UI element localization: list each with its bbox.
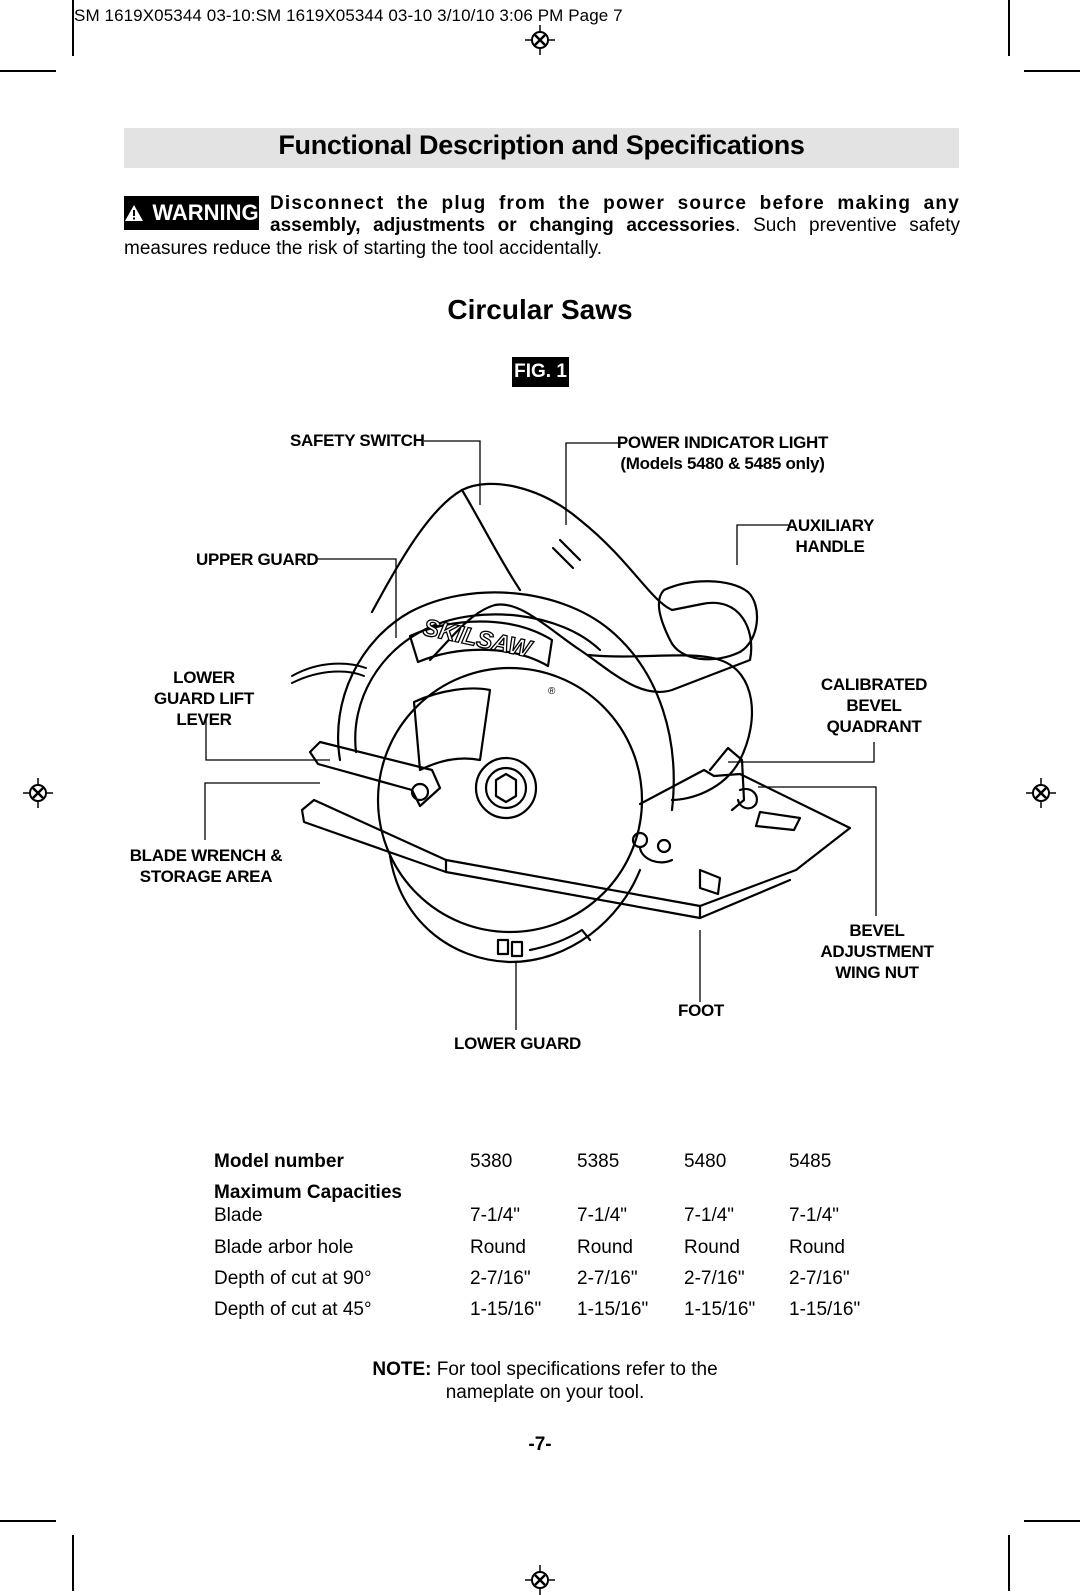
arbor-washer — [474, 756, 538, 820]
spec-row-label: Blade — [214, 1205, 263, 1226]
callout-upper-guard: UPPER GUARD — [196, 550, 319, 569]
spec-model: 5480 — [684, 1151, 727, 1172]
registration-target-icon — [525, 25, 555, 55]
spec-cell: 7-1/4" — [684, 1205, 735, 1226]
auxiliary-handle — [657, 580, 759, 661]
callout-blade-wrench-storage-line2: STORAGE AREA — [139, 867, 273, 886]
callout-bevel-adjustment-wing-nut: BEVEL ADJUSTMENT WING NUT — [816, 920, 938, 983]
callout-auxiliary-handle-line2: HANDLE — [795, 537, 865, 556]
spec-cell: 1-15/16" — [789, 1299, 861, 1320]
callout-lower-guard-lift-lever-line2: GUARD LIFT — [154, 689, 254, 708]
callout-safety-switch: SAFETY SWITCH — [290, 431, 425, 450]
main-handle — [370, 482, 753, 693]
spec-cell: 1-15/16" — [684, 1299, 756, 1320]
callout-power-indicator-light-note: (Models 5480 & 5485 only) — [620, 454, 825, 473]
lower-guard-lift-lever — [308, 740, 442, 808]
arbor-nut — [494, 772, 518, 804]
page-number: -7- — [528, 1434, 552, 1455]
spec-cell: 2-7/16" — [577, 1268, 638, 1289]
callout-foot: FOOT — [678, 1001, 725, 1020]
spec-cell: 7-1/4" — [789, 1205, 840, 1226]
figure-badge: FIG. 1 — [512, 357, 569, 387]
callout-lower-guard-lift-lever: LOWER GUARD LIFT LEVER — [148, 667, 260, 730]
registration-target-icon — [1026, 778, 1056, 808]
spec-model: 5485 — [789, 1151, 832, 1172]
spec-cell: Round — [684, 1237, 740, 1258]
spec-header-label: Model number — [214, 1151, 344, 1172]
callout-bevel-adjustment-wing-nut-line3: WING NUT — [835, 963, 919, 982]
spec-row-label: Depth of cut at 90° — [214, 1268, 372, 1289]
callout-auxiliary-handle-line1: AUXILIARY — [785, 516, 875, 535]
crop-mark — [72, 1535, 74, 1591]
callout-auxiliary-handle: AUXILIARY HANDLE — [780, 515, 880, 557]
spec-note: NOTE: For tool specifications refer to t… — [0, 1358, 1080, 1404]
callout-blade-wrench-storage: BLADE WRENCH & STORAGE AREA — [126, 845, 286, 887]
motor-housing — [586, 653, 754, 802]
registration-target-icon — [525, 1565, 555, 1595]
upper-guard-outline — [337, 591, 675, 812]
spec-note-line2: nameplate on your tool. — [445, 1382, 645, 1403]
crop-mark — [1024, 70, 1080, 72]
callout-calibrated-bevel-quadrant-line1: CALIBRATED — [820, 675, 928, 694]
spec-cell: 2-7/16" — [684, 1268, 745, 1289]
spec-note-bold: NOTE: — [372, 1359, 432, 1380]
spec-cell: Round — [789, 1237, 845, 1258]
warning-text-line1: Disconnect the plug from the power sourc… — [270, 193, 960, 214]
warning-text-line2: assembly, adjustments or changing access… — [270, 215, 960, 237]
callout-lower-guard-lift-lever-line1: LOWER — [173, 668, 235, 687]
spec-cell: 2-7/16" — [470, 1268, 531, 1289]
callout-bevel-adjustment-wing-nut-line1: BEVEL — [849, 921, 905, 940]
registration-target-icon — [23, 778, 53, 808]
warning-text: . Such preventive safety — [735, 215, 960, 236]
warning-badge: WARNING — [124, 196, 259, 230]
section-title: Circular Saws — [447, 294, 633, 325]
print-slug: SM 1619X05344 03-10:SM 1619X05344 03-10 … — [74, 6, 623, 25]
crop-mark — [72, 0, 74, 56]
foot-plate — [300, 768, 852, 908]
callout-calibrated-bevel-quadrant: CALIBRATED BEVEL QUADRANT — [818, 674, 930, 737]
callout-power-indicator-light: POWER INDICATOR LIGHT (Models 5480 & 548… — [600, 432, 845, 474]
callout-bevel-adjustment-wing-nut-line2: ADJUSTMENT — [820, 942, 934, 961]
warning-bold-text: assembly, adjustments or changing access… — [270, 215, 736, 236]
callout-calibrated-bevel-quadrant-line3: QUADRANT — [826, 717, 922, 736]
warning-text-line3: measures reduce the risk of starting the… — [124, 238, 603, 259]
spec-cell: 7-1/4" — [470, 1205, 521, 1226]
crop-mark — [0, 1520, 56, 1522]
spec-model: 5385 — [577, 1151, 620, 1172]
warning-badge-label: WARNING — [152, 200, 259, 225]
callout-lower-guard: LOWER GUARD — [454, 1034, 582, 1053]
spec-cell: 2-7/16" — [789, 1268, 850, 1289]
power-cord — [291, 662, 367, 677]
warning-triangle-icon — [125, 205, 144, 221]
spec-cell: Round — [577, 1237, 633, 1258]
crop-mark — [1008, 0, 1010, 56]
page-title: Functional Description and Specification… — [278, 130, 805, 160]
spec-note-text: For tool specifications refer to the — [431, 1359, 718, 1380]
spec-cell: 1-15/16" — [577, 1299, 649, 1320]
spec-model: 5380 — [470, 1151, 513, 1172]
spec-row-label: Blade arbor hole — [214, 1237, 354, 1258]
svg-text:®: ® — [548, 686, 556, 697]
spec-group-label: Maximum Capacities — [214, 1182, 402, 1203]
saw-blade — [376, 666, 644, 934]
callout-calibrated-bevel-quadrant-line2: BEVEL — [846, 696, 902, 715]
title-banner — [124, 128, 959, 168]
spec-cell: 1-15/16" — [470, 1299, 542, 1320]
spec-cell: Round — [470, 1237, 526, 1258]
crop-mark — [1008, 1535, 1010, 1591]
crop-mark — [1024, 1520, 1080, 1522]
crop-mark — [0, 70, 56, 72]
callout-blade-wrench-storage-line1: BLADE WRENCH & — [129, 846, 283, 865]
spec-note-line1: NOTE: For tool specifications refer to t… — [0, 1358, 1080, 1381]
spec-row-label: Depth of cut at 45° — [214, 1299, 372, 1320]
callout-lower-guard-lift-lever-line3: LEVER — [176, 710, 232, 729]
callout-power-indicator-light-label: POWER INDICATOR LIGHT — [616, 433, 829, 452]
spec-cell: 7-1/4" — [577, 1205, 628, 1226]
